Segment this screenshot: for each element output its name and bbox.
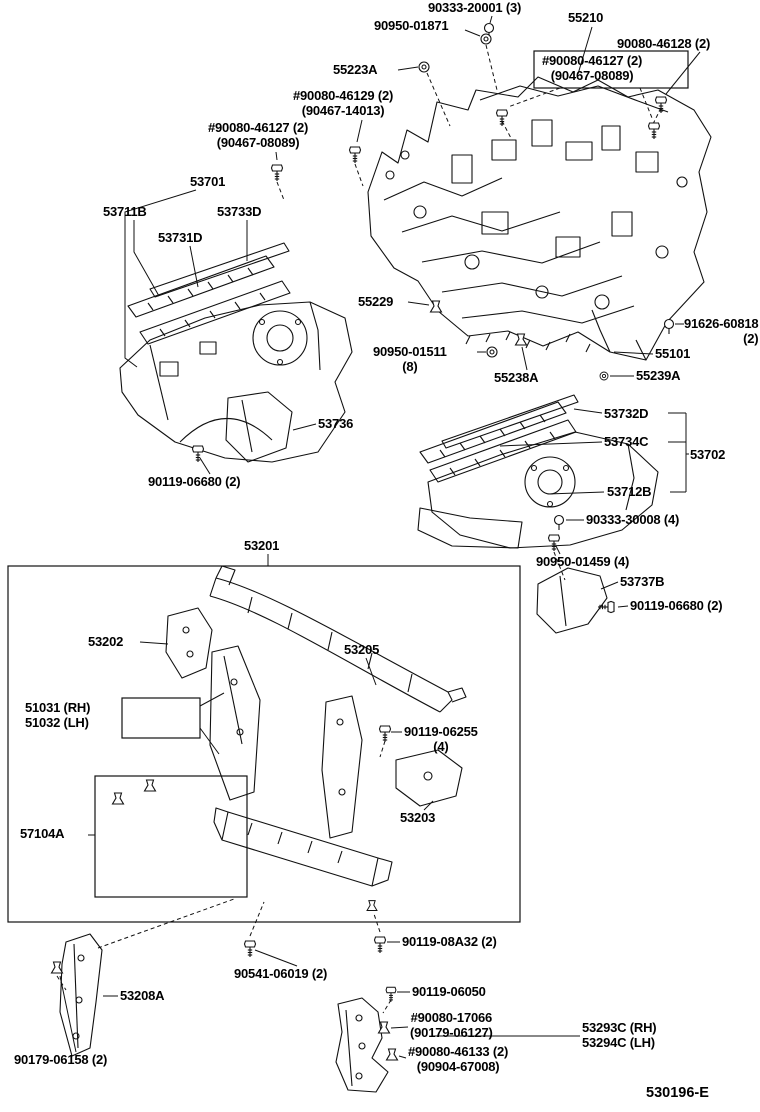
bolt-icon [270,164,284,182]
part-label-90080-46127-right: #90080-46127 (2) (90467-08089) [542,53,643,83]
part-label-55101: 55101 [655,346,691,361]
part-label-90119-06255: 90119-06255 (4) [404,724,478,754]
part-label-90950-01459: 90950-01459 (4) [536,554,630,569]
clip-icon [366,900,378,911]
left-apron-assembly-drawing [119,242,353,463]
screw-icon [553,514,565,531]
part-label-91626-60818: 91626-60818 (2) [684,316,759,346]
leader-lines [59,15,701,1059]
part-label-53712B: 53712B [607,484,652,499]
part-label-53203: 53203 [400,810,436,825]
part-label-55238A: 55238A [494,370,539,385]
part-label-55223A: 55223A [333,62,378,77]
bolt-icon [385,986,397,1003]
part-label-55210: 55210 [568,10,604,25]
part-label-53702: 53702 [690,447,726,462]
part-label-57104A: 57104A [20,826,65,841]
part-label-90119-08A32: 90119-08A32 (2) [402,934,497,949]
bolt-icon [597,600,615,614]
part-label-90080-46133: #90080-46133 (2) (90904-67008) [408,1044,509,1074]
grommet-icon [599,371,609,381]
part-label-55229: 55229 [358,294,394,309]
part-label-53701: 53701 [190,174,226,189]
part-label-90080-46127-left: #90080-46127 (2) (90467-08089) [208,120,309,150]
part-label-90541-06019: 90541-06019 (2) [234,966,328,981]
bolt-icon [191,445,205,463]
bolt-icon [348,146,362,164]
part-label-90080-46129: #90080-46129 (2) (90467-14013) [293,88,394,118]
brace-53208A-drawing [59,933,103,1057]
screw-icon [663,318,675,335]
inner-detail-box [94,775,248,898]
bracket-53737B-drawing [536,567,608,634]
part-label-90119-06680-left: 90119-06680 (2) [148,474,241,489]
grommet-icon [486,346,498,358]
part-label-53731D: 53731D [158,230,203,245]
bolt-icon [495,109,509,127]
clip-icon [514,333,528,346]
part-label-51031-51032: 51031 (RH) 51032 (LH) [25,700,91,730]
part-label-53202: 53202 [88,634,124,649]
part-label-53711B: 53711B [103,204,147,219]
part-label-53208A: 53208A [120,988,165,1003]
dashed-leader-lines [56,44,662,1014]
clip-icon [143,779,157,792]
part-label-53733D: 53733D [217,204,262,219]
bolt-icon [647,122,661,140]
dash-panel-drawing [367,76,712,361]
part-label-90080-46128: 90080-46128 (2) [617,36,711,51]
part-label-53293C-53294C: 53293C (RH) 53294C (LH) [582,1020,657,1050]
part-label-53201: 53201 [244,538,280,553]
clip-icon [111,792,125,805]
radiator-support-drawing [165,565,467,887]
part-label-55239A: 55239A [636,368,681,383]
part-label-90950-01871: 90950-01871 [374,18,449,33]
assembly-53201-box [7,565,521,923]
part-label-90333-30008: 90333-30008 (4) [586,512,680,527]
label-51031-box [121,697,201,739]
part-label-90179-06158: 90179-06158 (2) [14,1052,108,1067]
clip-icon [385,1048,399,1061]
part-label-53732D: 53732D [604,406,649,421]
clip-icon [50,961,64,974]
part-label-53736: 53736 [318,416,354,431]
part-label-90333-20001: 90333-20001 (3) [428,0,522,15]
grommet-icon [418,61,430,73]
drawing-code: 530196-E [646,1085,709,1101]
part-label-90080-17066: #90080-17066 (90179-06127) [410,1010,493,1040]
bolt-icon [373,936,387,954]
grommet-icon [480,33,492,45]
part-label-53737B: 53737B [620,574,665,589]
bracket-53293C-drawing [335,997,389,1093]
label-46127-box [533,50,689,89]
part-label-90119-06050: 90119-06050 [412,984,486,999]
part-label-53205: 53205 [344,642,380,657]
bolt-icon [378,725,392,743]
part-label-90950-01511: 90950-01511 (8) [373,344,447,374]
part-label-90119-06680-right: 90119-06680 (2) [630,598,723,613]
right-apron-assembly-drawing [417,394,659,549]
part-label-53734C: 53734C [604,434,649,449]
bolt-icon [243,940,257,958]
